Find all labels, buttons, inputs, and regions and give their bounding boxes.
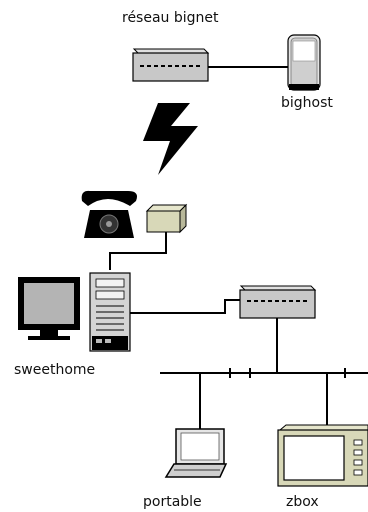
lightning-bolt-icon: [143, 103, 198, 175]
label-bighost: bighost: [281, 95, 333, 111]
laptop-icon: [164, 428, 228, 478]
desktop-tower-icon: [89, 272, 131, 352]
label-portable: portable: [143, 494, 202, 510]
media-box-icon: [277, 424, 368, 487]
label-zbox: zbox: [286, 494, 319, 510]
modem-box-icon: [145, 203, 188, 234]
connection-lines: [109, 66, 368, 430]
line-tower-lan-switch: [130, 299, 240, 314]
server-icon: [287, 34, 321, 91]
switch-icon: [132, 48, 210, 82]
label-sweethome: sweethome: [14, 362, 96, 378]
telephone-icon: [81, 190, 137, 238]
label-reseau-bignet: réseau bignet: [122, 10, 219, 26]
switch-icon: [239, 285, 317, 319]
monitor-icon: [18, 277, 80, 340]
line-modem-tower: [109, 232, 167, 270]
